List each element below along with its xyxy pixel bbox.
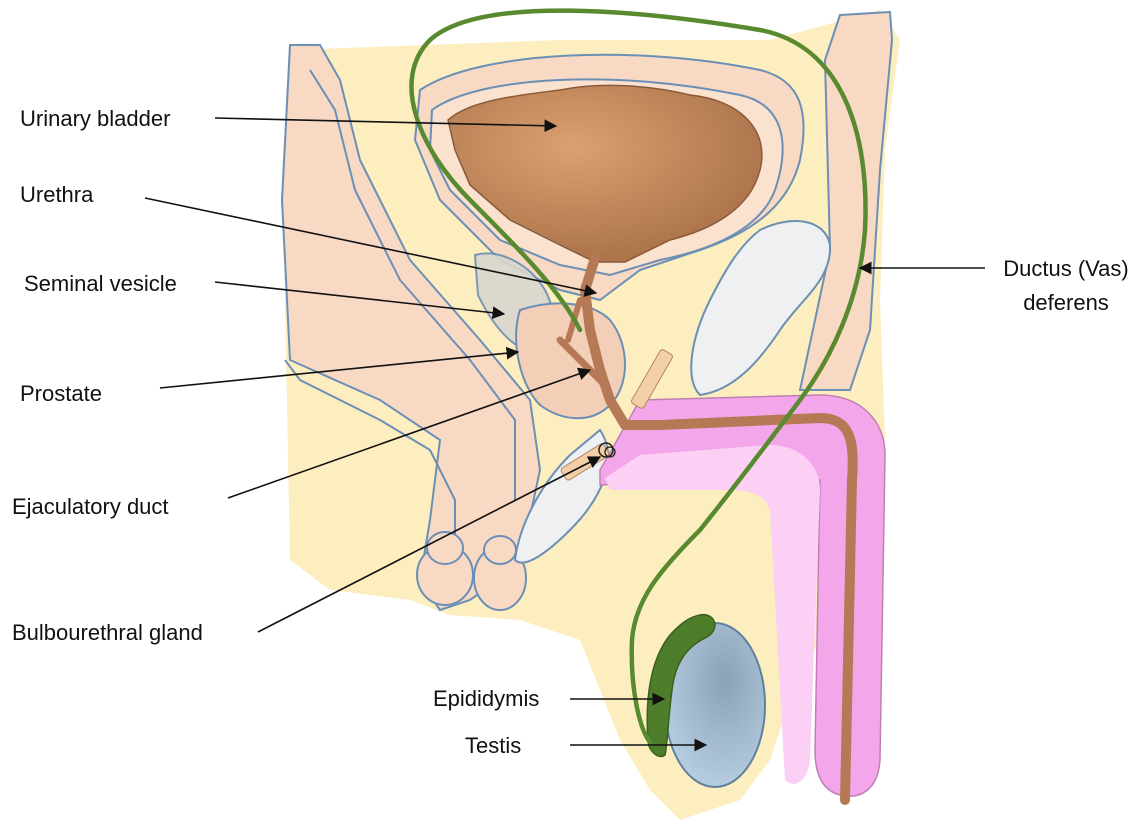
label-seminal-vesicle: Seminal vesicle (24, 271, 177, 296)
label-prostate: Prostate (20, 381, 102, 406)
label-ejaculatory-duct: Ejaculatory duct (12, 494, 169, 519)
label-bulbourethral-gland: Bulbourethral gland (12, 620, 203, 645)
label-ductus-deferens-line1: Ductus (Vas) (1003, 256, 1129, 281)
label-urethra: Urethra (20, 182, 94, 207)
label-epididymis: Epididymis (433, 686, 539, 711)
label-ductus-deferens-line2: deferens (1023, 290, 1109, 315)
label-urinary-bladder: Urinary bladder (20, 106, 170, 131)
label-testis: Testis (465, 733, 521, 758)
anal-lobe-4 (484, 536, 516, 564)
